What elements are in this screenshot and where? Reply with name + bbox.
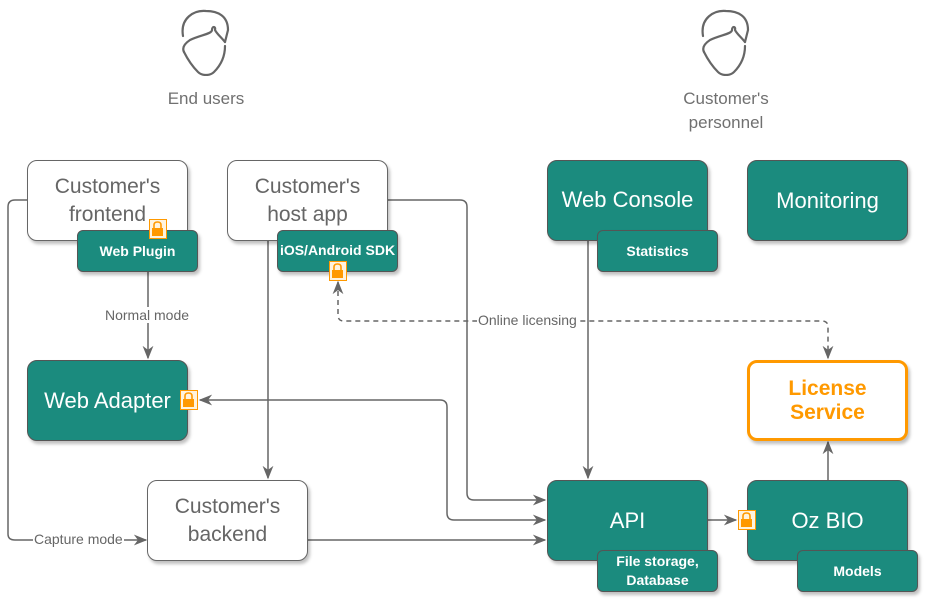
person-icon — [181, 9, 230, 77]
monitoring-node[interactable]: Monitoring — [747, 160, 908, 241]
web-console-node[interactable]: Web Console — [547, 160, 708, 241]
edge-online-licensing — [332, 280, 834, 360]
end-users-figure — [180, 8, 232, 81]
web-adapter-node[interactable]: Web Adapter — [27, 360, 188, 441]
lock-icon — [329, 261, 347, 281]
api-node[interactable]: API — [547, 480, 708, 561]
web-plugin-node[interactable]: Web Plugin — [77, 230, 198, 272]
lock-icon — [149, 219, 167, 239]
person-icon — [701, 9, 750, 77]
end-users-label: End users — [167, 89, 245, 108]
license-service-node[interactable]: License Service — [747, 360, 908, 441]
lock-icon — [180, 390, 198, 410]
edge-api-web-adapter — [198, 394, 547, 526]
normal-mode-label: Normal mode — [104, 307, 191, 323]
capture-mode-label: Capture mode — [33, 531, 124, 547]
lock-icon — [738, 510, 756, 530]
statistics-node[interactable]: Statistics — [597, 230, 718, 272]
models-node[interactable]: Models — [797, 550, 918, 592]
personnel-figure — [700, 8, 752, 81]
personnel-label: Customer's personnel — [683, 89, 769, 132]
file-storage-database-node[interactable]: File storage,Database — [597, 550, 718, 592]
oz-bio-node[interactable]: Oz BIO — [747, 480, 908, 561]
edge-capture-mode — [7, 199, 148, 546]
edge-host-app-api — [388, 199, 547, 506]
online-licensing-label: Online licensing — [477, 312, 578, 328]
